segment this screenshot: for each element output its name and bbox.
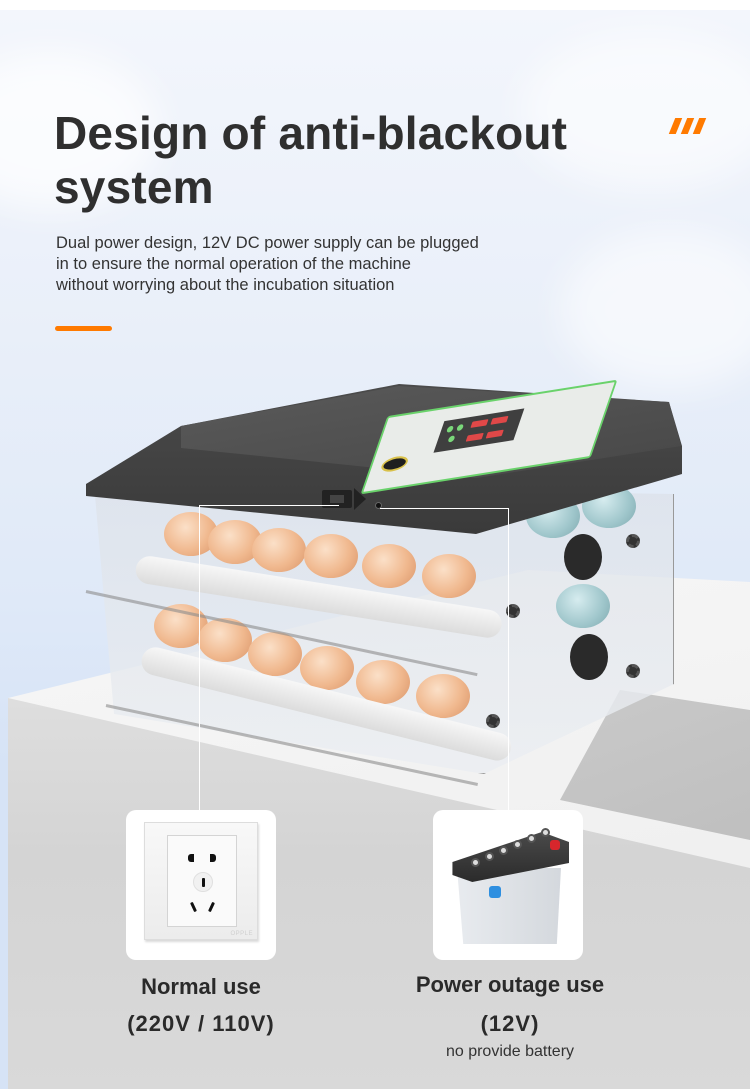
led-display bbox=[433, 408, 525, 453]
leader-line-dc bbox=[380, 508, 508, 509]
page-title: Design of anti-blackout system bbox=[54, 106, 654, 214]
normal-use-label: Normal use bbox=[141, 974, 261, 999]
socket-pin bbox=[190, 901, 197, 913]
triple-slash-icon bbox=[668, 118, 707, 134]
incubator-product-image bbox=[85, 379, 686, 786]
battery-cell-cap bbox=[499, 846, 508, 855]
cloud-decoration bbox=[520, 30, 750, 190]
egg bbox=[356, 660, 410, 704]
egg-blue bbox=[556, 584, 610, 628]
title-line-2: system bbox=[54, 161, 214, 213]
leader-line-ac bbox=[199, 505, 339, 506]
outlet-card: OPPLE bbox=[126, 810, 276, 960]
egg bbox=[300, 646, 354, 690]
leader-line-dc bbox=[508, 508, 509, 810]
socket-pin bbox=[210, 854, 216, 862]
outage-use-label: Power outage use bbox=[415, 972, 605, 997]
positive-terminal bbox=[550, 840, 560, 850]
gear bbox=[506, 604, 520, 618]
negative-terminal bbox=[489, 886, 501, 898]
egg bbox=[362, 544, 416, 588]
socket-pin bbox=[188, 854, 194, 862]
egg bbox=[422, 554, 476, 598]
vent-hole bbox=[379, 454, 411, 474]
battery-cell-cap bbox=[471, 858, 480, 867]
description: Dual power design, 12V DC power supply c… bbox=[56, 233, 576, 296]
dc-jack-icon bbox=[375, 502, 382, 509]
battery-cell-cap bbox=[513, 840, 522, 849]
egg bbox=[304, 534, 358, 578]
socket-pin bbox=[202, 878, 205, 887]
gear bbox=[486, 714, 500, 728]
description-line: without worrying about the incubation si… bbox=[56, 276, 395, 294]
accent-divider bbox=[55, 326, 112, 331]
ac-power-inlet-icon bbox=[322, 490, 352, 508]
description-line: in to ensure the normal operation of the… bbox=[56, 255, 411, 273]
gear bbox=[626, 534, 640, 548]
normal-use-voltage: (220V / 110V) bbox=[127, 1011, 275, 1036]
battery-cell-cap bbox=[485, 852, 494, 861]
wall-outlet-icon: OPPLE bbox=[144, 822, 258, 940]
battery-card bbox=[433, 810, 583, 960]
brand-mark: OPPLE bbox=[230, 931, 253, 937]
egg bbox=[416, 674, 470, 718]
socket-ground bbox=[193, 872, 213, 892]
turning-knob bbox=[564, 534, 602, 580]
cloud-decoration bbox=[560, 230, 750, 390]
description-line: Dual power design, 12V DC power supply c… bbox=[56, 234, 479, 252]
turning-knob bbox=[570, 634, 608, 680]
battery-cell-cap bbox=[541, 828, 550, 837]
egg bbox=[252, 528, 306, 572]
battery-cell-cap bbox=[527, 834, 536, 843]
battery-not-included-note: no provide battery bbox=[445, 1043, 575, 1060]
leader-line-ac bbox=[199, 505, 200, 810]
egg bbox=[248, 632, 302, 676]
outage-use-voltage: (12V) bbox=[480, 1011, 540, 1036]
socket-pin bbox=[208, 901, 215, 913]
gear bbox=[626, 664, 640, 678]
title-line-1: Design of anti-blackout bbox=[54, 107, 568, 159]
